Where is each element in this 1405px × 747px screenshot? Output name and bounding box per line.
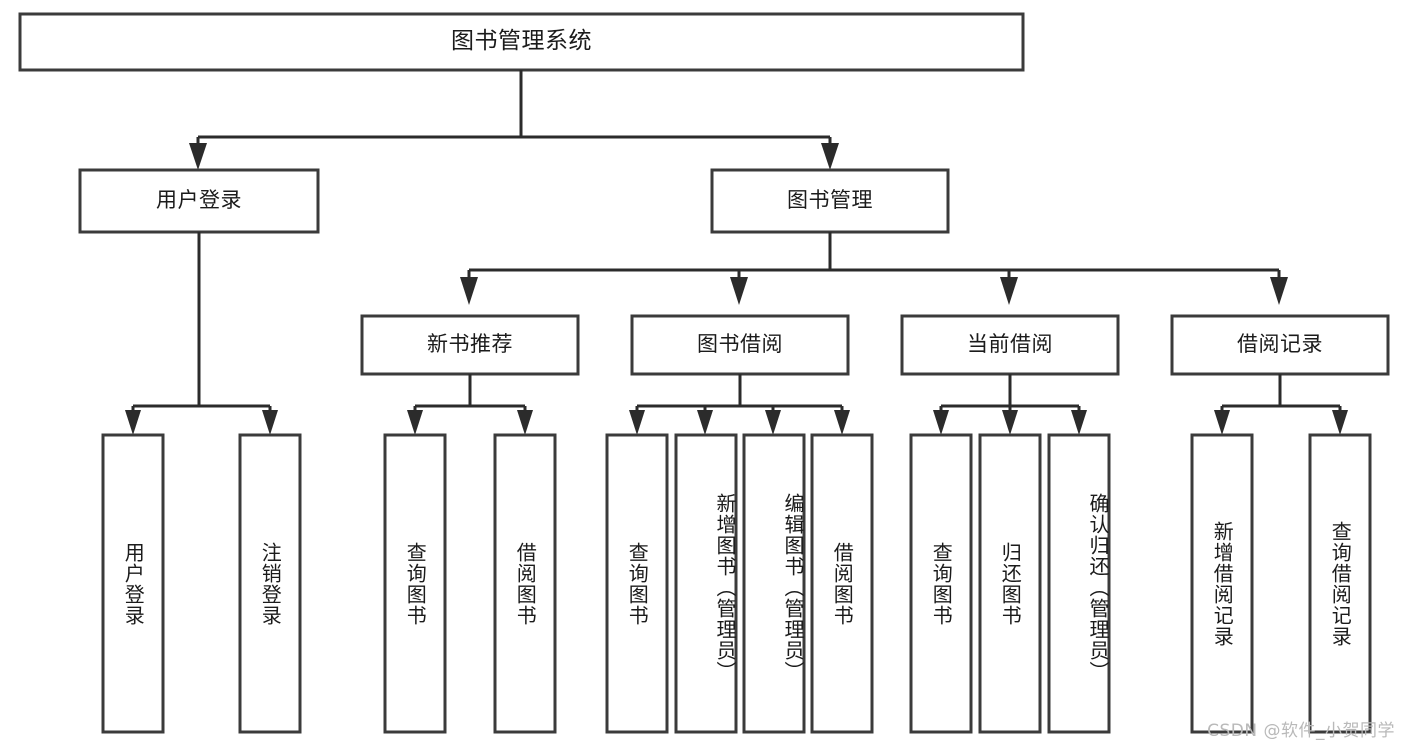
node-box-book-manage[interactable]: [710, 168, 950, 234]
node-box-leaf-query-record[interactable]: [1308, 433, 1372, 734]
node-box-leaf-edit-book[interactable]: [742, 433, 806, 734]
arrow-head-leaf-user-login-1: [125, 410, 141, 435]
node-box-leaf-query-book-3[interactable]: [909, 433, 973, 734]
arrow-head-book-manage: [821, 143, 839, 170]
node-box-user-login[interactable]: [78, 168, 320, 234]
arrow-head-new-book-recommend: [460, 277, 478, 305]
node-box-leaf-add-record[interactable]: [1190, 433, 1254, 734]
arrow-head-user-login: [189, 143, 207, 170]
node-box-leaf-borrow-book-1[interactable]: [493, 433, 557, 734]
node-box-leaf-confirm-return[interactable]: [1047, 433, 1111, 734]
node-box-borrow-record[interactable]: [1170, 314, 1390, 376]
arrow-head-leaf-current-borrow-3: [1071, 410, 1087, 435]
node-box-current-borrow[interactable]: [900, 314, 1120, 376]
arrow-head-leaf-borrow-record-1: [1214, 410, 1230, 435]
arrow-head-book-borrow: [730, 277, 748, 305]
node-box-leaf-query-book-2[interactable]: [605, 433, 669, 734]
arrow-head-leaf-new-book-2: [517, 410, 533, 435]
node-box-leaf-borrow-book-2[interactable]: [810, 433, 874, 734]
node-box-leaf-user-login[interactable]: [101, 433, 165, 734]
arrow-head-leaf-current-borrow-1: [933, 410, 949, 435]
arrow-head-current-borrow: [1000, 277, 1018, 305]
arrow-head-borrow-record: [1270, 277, 1288, 305]
node-box-leaf-return-book[interactable]: [978, 433, 1042, 734]
arrow-head-leaf-borrow-record-2: [1332, 410, 1348, 435]
arrow-head-leaf-user-login-2: [262, 410, 278, 435]
arrow-head-leaf-current-borrow-2: [1002, 410, 1018, 435]
watermark-text: CSDN @软件_小贺同学: [1207, 721, 1395, 741]
node-box-book-borrow[interactable]: [630, 314, 850, 376]
arrow-head-leaf-book-borrow-1: [629, 410, 645, 435]
node-box-new-book-recommend[interactable]: [360, 314, 580, 376]
node-box-leaf-logout[interactable]: [238, 433, 302, 734]
node-box-root[interactable]: [18, 12, 1025, 72]
arrow-head-leaf-book-borrow-2: [697, 410, 713, 435]
node-box-leaf-query-book-1[interactable]: [383, 433, 447, 734]
arrow-head-leaf-book-borrow-4: [834, 410, 850, 435]
arrow-head-leaf-new-book-1: [407, 410, 423, 435]
node-box-leaf-add-book[interactable]: [674, 433, 738, 734]
arrow-head-leaf-book-borrow-3: [765, 410, 781, 435]
